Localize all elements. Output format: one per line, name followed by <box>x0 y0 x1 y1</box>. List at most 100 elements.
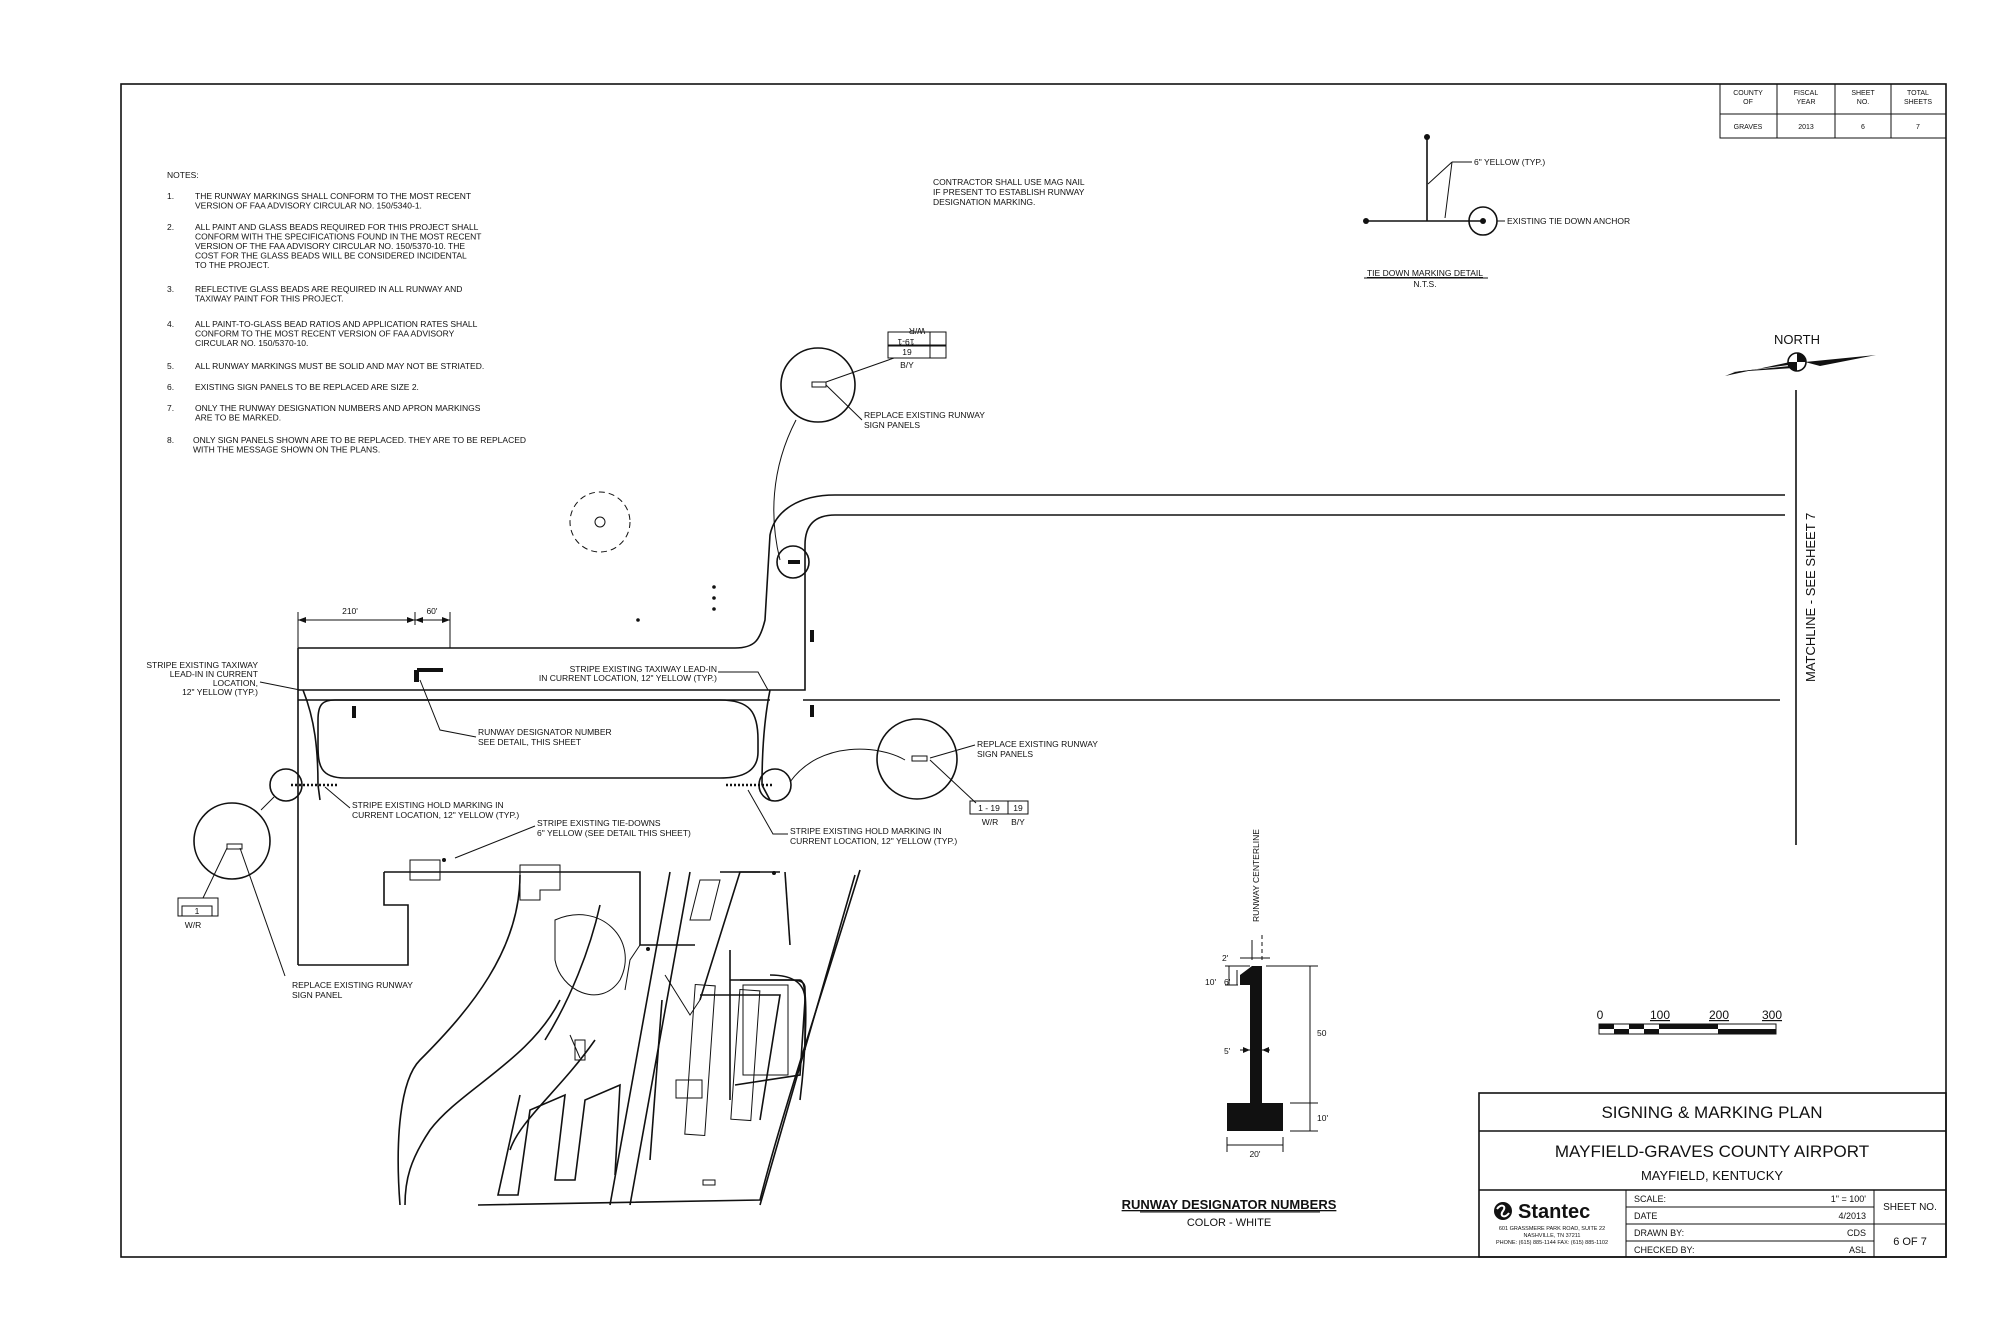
header-county-value: GRAVES <box>1734 124 1763 131</box>
svg-text:YEAR: YEAR <box>1796 99 1815 106</box>
svg-text:STRIPE EXISTING TAXIWAY LEAD-I: STRIPE EXISTING TAXIWAY LEAD-IN <box>570 664 717 674</box>
sign-callout-right: 1 - 19 19 W/R B/Y REPLACE EXISTING RUNWA… <box>758 718 1098 827</box>
svg-text:1" = 100': 1" = 100' <box>1831 1194 1866 1204</box>
svg-text:DESIGNATION MARKING.: DESIGNATION MARKING. <box>933 197 1035 207</box>
note-line: TO THE PROJECT. <box>195 260 269 270</box>
svg-text:B/Y: B/Y <box>900 360 914 370</box>
header-sheet-value: 6 <box>1861 124 1865 131</box>
note-line: CIRCULAR NO. 150/5370-10. <box>195 338 308 348</box>
svg-text:CHECKED BY:: CHECKED BY: <box>1634 1245 1695 1255</box>
note-line: ARE TO BE MARKED. <box>195 413 281 423</box>
svg-text:W/R: W/R <box>909 326 926 336</box>
svg-text:IF PRESENT TO ESTABLISH RUNWAY: IF PRESENT TO ESTABLISH RUNWAY <box>933 187 1085 197</box>
svg-text:REPLACE EXISTING RUNWAY: REPLACE EXISTING RUNWAY <box>977 739 1098 749</box>
title-block-title: SIGNING & MARKING PLAN <box>1601 1103 1822 1122</box>
svg-text:0: 0 <box>1597 1008 1604 1022</box>
notes-title: NOTES: <box>167 170 199 180</box>
svg-text:60': 60' <box>426 606 437 616</box>
note-line: VERSION OF FAA ADVISORY CIRCULAR NO. 150… <box>195 201 422 211</box>
note-line: ALL PAINT-TO-GLASS BEAD RATIOS AND APPLI… <box>195 319 478 329</box>
scale-bar: 0 100 200 300 <box>1597 1008 1782 1035</box>
header-total-value: 7 <box>1916 124 1920 131</box>
note-line: EXISTING SIGN PANELS TO BE REPLACED ARE … <box>195 382 419 392</box>
svg-text:SIGN PANELS: SIGN PANELS <box>977 749 1033 759</box>
sign-callout-left: 1 W/R REPLACE EXISTING RUNWAY SIGN PANEL <box>177 768 413 1000</box>
svg-text:300: 300 <box>1762 1008 1782 1022</box>
note-number: 3. <box>167 284 174 294</box>
svg-text:SEE DETAIL, THIS SHEET: SEE DETAIL, THIS SHEET <box>478 737 581 747</box>
svg-text:CURRENT LOCATION, 12" YELLOW (: CURRENT LOCATION, 12" YELLOW (TYP.) <box>790 836 957 846</box>
header-table: COUNTY OF FISCAL YEAR SHEET NO. TOTAL SH… <box>1719 83 1947 139</box>
svg-text:LOCATION,: LOCATION, <box>213 678 258 688</box>
svg-text:MATCHLINE - SEE SHEET 7: MATCHLINE - SEE SHEET 7 <box>1803 513 1818 682</box>
svg-text:W/R: W/R <box>982 817 999 827</box>
svg-text:ASL: ASL <box>1849 1245 1866 1255</box>
sheet-number: 6 OF 7 <box>1893 1236 1927 1248</box>
note-line: TAXIWAY PAINT FOR THIS PROJECT. <box>195 294 343 304</box>
svg-text:EXISTING TIE DOWN ANCHOR: EXISTING TIE DOWN ANCHOR <box>1507 216 1630 226</box>
dimension-210-60: 210' 60' <box>297 606 451 648</box>
stantec-logo-icon <box>1494 1202 1512 1220</box>
svg-text:RUNWAY CENTERLINE: RUNWAY CENTERLINE <box>1251 829 1261 922</box>
note-number: 4. <box>167 319 174 329</box>
svg-text:SHEETS: SHEETS <box>1904 99 1932 106</box>
svg-text:COLOR - WHITE: COLOR - WHITE <box>1187 1217 1271 1229</box>
svg-text:6': 6' <box>1224 977 1231 987</box>
svg-text:B/Y: B/Y <box>1011 817 1025 827</box>
svg-text:10': 10' <box>1317 1113 1328 1123</box>
header-sheet: SHEET <box>1851 90 1875 97</box>
svg-text:19: 19 <box>1013 803 1023 813</box>
note-line: ALL PAINT AND GLASS BEADS REQUIRED FOR T… <box>195 222 479 232</box>
svg-text:STRIPE EXISTING HOLD MARKING I: STRIPE EXISTING HOLD MARKING IN <box>352 800 504 810</box>
svg-text:50: 50 <box>1317 1028 1327 1038</box>
svg-text:10': 10' <box>1205 977 1216 987</box>
svg-text:12" YELLOW (TYP.): 12" YELLOW (TYP.) <box>182 687 258 697</box>
svg-text:1: 1 <box>195 906 200 916</box>
svg-text:6" YELLOW (SEE DETAIL THIS SHE: 6" YELLOW (SEE DETAIL THIS SHEET) <box>537 828 691 838</box>
svg-text:DRAWN BY:: DRAWN BY: <box>1634 1228 1684 1238</box>
svg-text:5': 5' <box>1224 1046 1231 1056</box>
svg-text:STRIPE EXISTING TAXIWAY: STRIPE EXISTING TAXIWAY <box>146 660 258 670</box>
svg-text:CURRENT LOCATION, 12" YELLOW (: CURRENT LOCATION, 12" YELLOW (TYP.) <box>352 810 519 820</box>
title-block-project: MAYFIELD-GRAVES COUNTY AIRPORT <box>1555 1142 1869 1161</box>
note-line: VERSION OF THE FAA ADVISORY CIRCULAR NO.… <box>195 241 465 251</box>
svg-text:200: 200 <box>1709 1008 1729 1022</box>
svg-text:210': 210' <box>342 606 358 616</box>
note-line: ONLY SIGN PANELS SHOWN ARE TO BE REPLACE… <box>193 435 526 445</box>
svg-text:LEAD-IN IN CURRENT: LEAD-IN IN CURRENT <box>170 669 258 679</box>
svg-text:DATE: DATE <box>1634 1211 1657 1221</box>
note-line: COST FOR THE GLASS BEADS WILL BE CONSIDE… <box>195 251 467 261</box>
svg-text:N.T.S.: N.T.S. <box>1413 279 1436 289</box>
svg-text:SIGN PANELS: SIGN PANELS <box>864 420 920 430</box>
header-fiscal: FISCAL <box>1794 90 1819 97</box>
note-line: THE RUNWAY MARKINGS SHALL CONFORM TO THE… <box>195 191 471 201</box>
svg-text:SCALE:: SCALE: <box>1634 1194 1666 1204</box>
svg-text:CONTRACTOR SHALL USE MAG NAIL: CONTRACTOR SHALL USE MAG NAIL <box>933 177 1085 187</box>
header-county: COUNTY <box>1733 90 1763 97</box>
svg-text:IN CURRENT LOCATION, 12" YELLO: IN CURRENT LOCATION, 12" YELLOW (TYP.) <box>539 673 717 683</box>
svg-text:4/2013: 4/2013 <box>1838 1211 1866 1221</box>
north-arrow-icon: NORTH <box>1725 332 1876 376</box>
company-name: Stantec <box>1518 1201 1590 1223</box>
header-total: TOTAL <box>1907 90 1929 97</box>
callouts: STRIPE EXISTING TAXIWAY LEAD-IN IN CURRE… <box>146 660 957 859</box>
svg-text:19-1: 19-1 <box>897 337 914 347</box>
note-number: 2. <box>167 222 174 232</box>
note-line: WITH THE MESSAGE SHOWN ON THE PLANS. <box>193 445 380 455</box>
note-line: CONFORM TO THE MOST RECENT VERSION OF FA… <box>195 329 455 339</box>
title-block: SIGNING & MARKING PLAN MAYFIELD-GRAVES C… <box>1478 1092 1947 1258</box>
svg-text:SHEET NO.: SHEET NO. <box>1883 1202 1937 1213</box>
note-number: 5. <box>167 361 174 371</box>
svg-text:19: 19 <box>902 347 912 357</box>
svg-text:1 - 19: 1 - 19 <box>978 803 1000 813</box>
svg-text:STRIPE EXISTING TIE-DOWNS: STRIPE EXISTING TIE-DOWNS <box>537 818 661 828</box>
contractor-note: CONTRACTOR SHALL USE MAG NAIL IF PRESENT… <box>933 177 1085 207</box>
note-line: ONLY THE RUNWAY DESIGNATION NUMBERS AND … <box>195 403 481 413</box>
svg-text:REPLACE EXISTING RUNWAY: REPLACE EXISTING RUNWAY <box>864 410 985 420</box>
sign-callout-top: W/R 19-1 19 B/Y REPLACE EXISTING RUNWAY … <box>773 326 985 579</box>
matchline: MATCHLINE - SEE SHEET 7 <box>1795 390 1818 845</box>
svg-text:100: 100 <box>1650 1008 1670 1022</box>
note-number: 6. <box>167 382 174 392</box>
svg-text:NASHVILLE, TN 37211: NASHVILLE, TN 37211 <box>1524 1233 1581 1239</box>
